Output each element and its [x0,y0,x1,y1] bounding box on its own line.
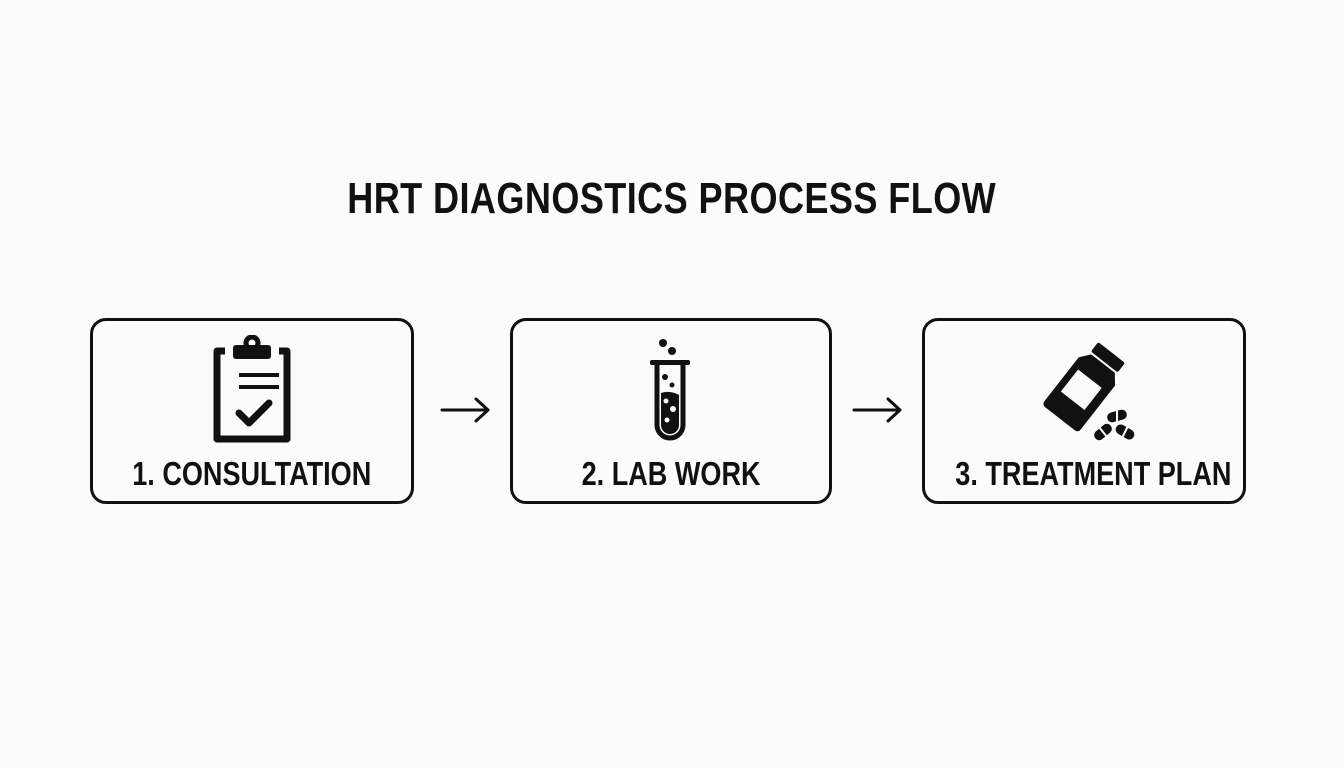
step-lab-work: 2. LAB WORK [510,318,832,504]
test-tube-icon [650,339,690,441]
step-label: 1. CONSULTATION [132,455,372,492]
clipboard-check-icon [213,335,291,443]
step-consultation: 1. CONSULTATION [90,318,414,504]
title-text: HRT DIAGNOSTICS PROCESS FLOW [347,174,997,223]
step-label: 3. TREATMENT PLAN [955,455,1232,492]
arrow-right-icon [852,397,902,423]
step-label: 2. LAB WORK [581,455,761,492]
arrow-right-icon [440,397,490,423]
pill-bottle-icon [1043,342,1135,441]
step-treatment-plan: 3. TREATMENT PLAN [922,318,1246,504]
diagram-title: HRT DIAGNOSTICS PROCESS FLOW [0,174,1344,224]
